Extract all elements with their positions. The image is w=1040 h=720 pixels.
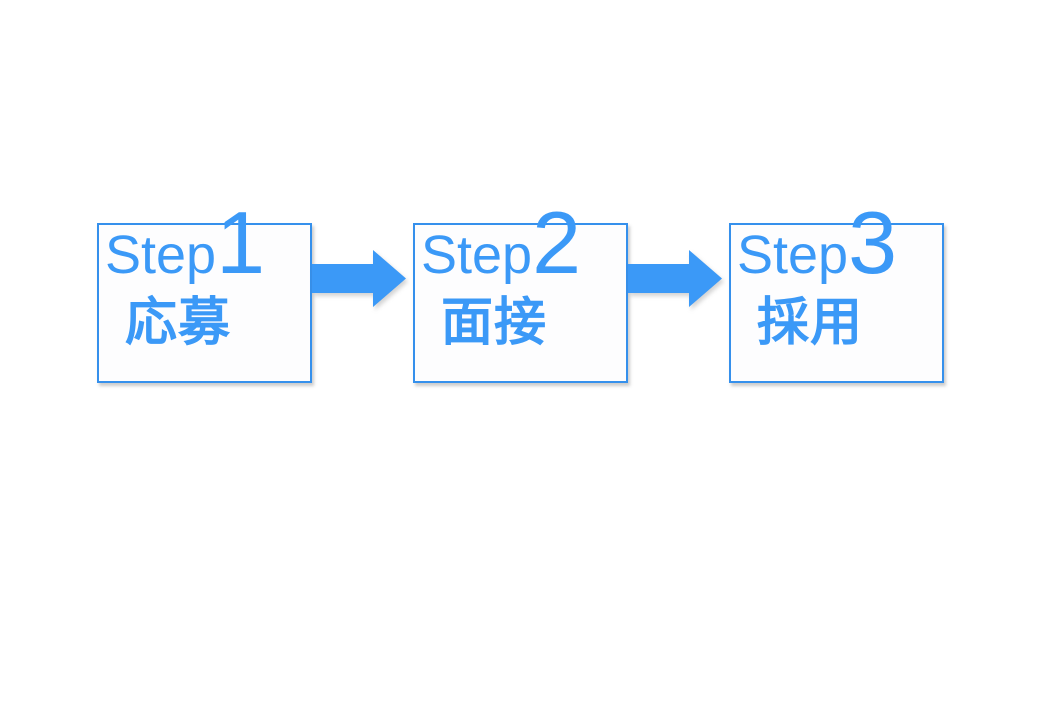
step-box-1: Step1 応募	[97, 193, 312, 383]
step-1-number: 1	[216, 193, 266, 292]
step-box-3: Step3 採用	[729, 193, 944, 383]
step-1-label: 応募	[125, 294, 232, 352]
step-1-prefix: Step	[105, 225, 217, 285]
step-3-number: 3	[848, 193, 898, 292]
step-box-2: Step2 面接	[413, 193, 628, 383]
step-2-heading: Step2	[421, 192, 581, 294]
step-3-label: 採用	[757, 294, 864, 352]
step-2-prefix: Step	[421, 225, 533, 285]
arrow-right-icon	[312, 250, 406, 307]
arrow-right-icon	[628, 250, 722, 307]
step-3-heading: Step3	[737, 192, 897, 294]
step-3-prefix: Step	[737, 225, 849, 285]
step-2-label: 面接	[441, 294, 548, 352]
step-1-heading: Step1	[105, 192, 265, 294]
step-2-number: 2	[532, 193, 582, 292]
